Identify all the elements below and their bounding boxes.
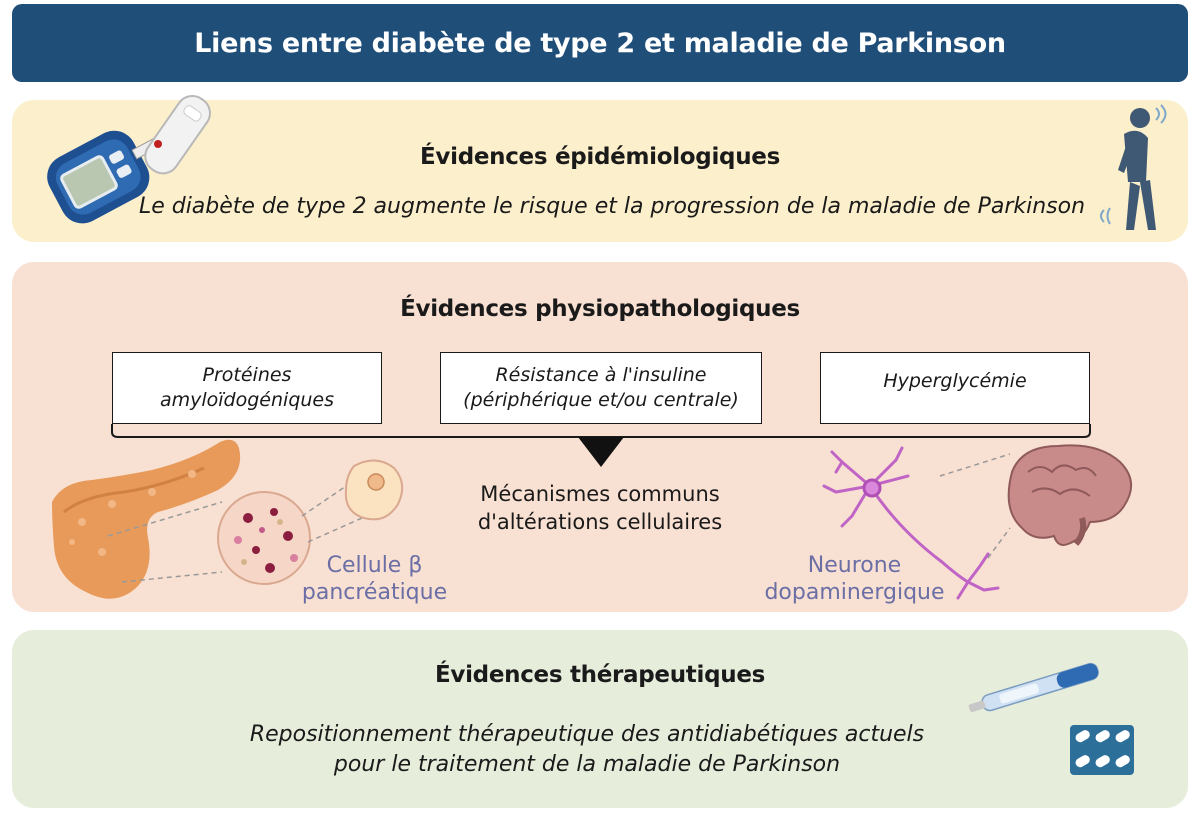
common-mechanisms: Mécanismes communs d'altérations cellula… (412, 480, 788, 536)
therapeutics-heading: Évidences thérapeutiques (434, 662, 766, 688)
mechanism-line: Résistance à l'insuline (495, 364, 707, 386)
physiopathology-panel: Évidences physiopathologiques Protéines a… (12, 262, 1188, 612)
neuron-label: Neurone dopaminergique (752, 552, 957, 606)
neuron-label-line: Neurone (807, 553, 902, 578)
glucometer-icon (47, 94, 211, 224)
parkinson-person-icon (1100, 104, 1167, 230)
beta-cell-label: Cellule β pancréatique (287, 552, 462, 606)
pancreas-icon (52, 439, 241, 599)
convergence-bracket (111, 424, 1091, 467)
common-mechanisms-line: d'altérations cellulaires (477, 510, 723, 534)
beta-cell-label-line: Cellule β (326, 553, 423, 578)
epidemiology-panel: Évidences épidémiologiques Le diabète de… (12, 94, 1188, 242)
mechanism-box-insulin-resistance: Résistance à l'insuline (périphérique et/… (440, 352, 762, 424)
common-mechanisms-line: Mécanismes communs (480, 482, 720, 506)
mechanism-box-amyloid: Protéines amyloïdogéniques (112, 352, 382, 424)
pancreas-illustration (52, 439, 404, 599)
epidemiology-heading: Évidences épidémiologiques (420, 144, 780, 170)
mechanism-box-hyperglycemia: Hyperglycémie (820, 352, 1090, 424)
mechanism-line: (périphérique et/ou centrale) (463, 389, 739, 411)
physiopathology-heading: Évidences physiopathologiques (400, 296, 800, 322)
mechanism-line: Protéines (202, 364, 292, 386)
therapeutics-statement: Repositionnement thérapeutique des antid… (192, 720, 982, 780)
beta-cell-icon (344, 459, 404, 521)
beta-cell-label-line: pancréatique (301, 580, 448, 605)
neuron-label-line: dopaminergique (764, 580, 945, 605)
neuron-icon (822, 446, 1000, 600)
pill-blister-icon (1070, 725, 1134, 775)
mechanism-line: Hyperglycémie (883, 369, 1027, 392)
insulin-pen-icon (968, 662, 1099, 713)
therapeutics-line: Repositionnement thérapeutique des antid… (249, 722, 925, 747)
epidemiology-statement: Le diabète de type 2 augmente le risque … (138, 194, 1086, 219)
therapeutics-panel: Évidences thérapeutiques Repositionnemen… (12, 630, 1188, 808)
page-title: Liens entre diabète de type 2 et maladie… (194, 27, 1006, 59)
brain-icon (1007, 444, 1132, 546)
therapeutics-line: pour le traitement de la maladie de Park… (333, 752, 841, 777)
tissue-icon (217, 491, 311, 585)
down-arrow-icon (578, 437, 624, 467)
title-banner: Liens entre diabète de type 2 et maladie… (12, 4, 1188, 82)
neuron-illustration (822, 444, 1132, 600)
mechanism-line: amyloïdogéniques (159, 389, 335, 411)
